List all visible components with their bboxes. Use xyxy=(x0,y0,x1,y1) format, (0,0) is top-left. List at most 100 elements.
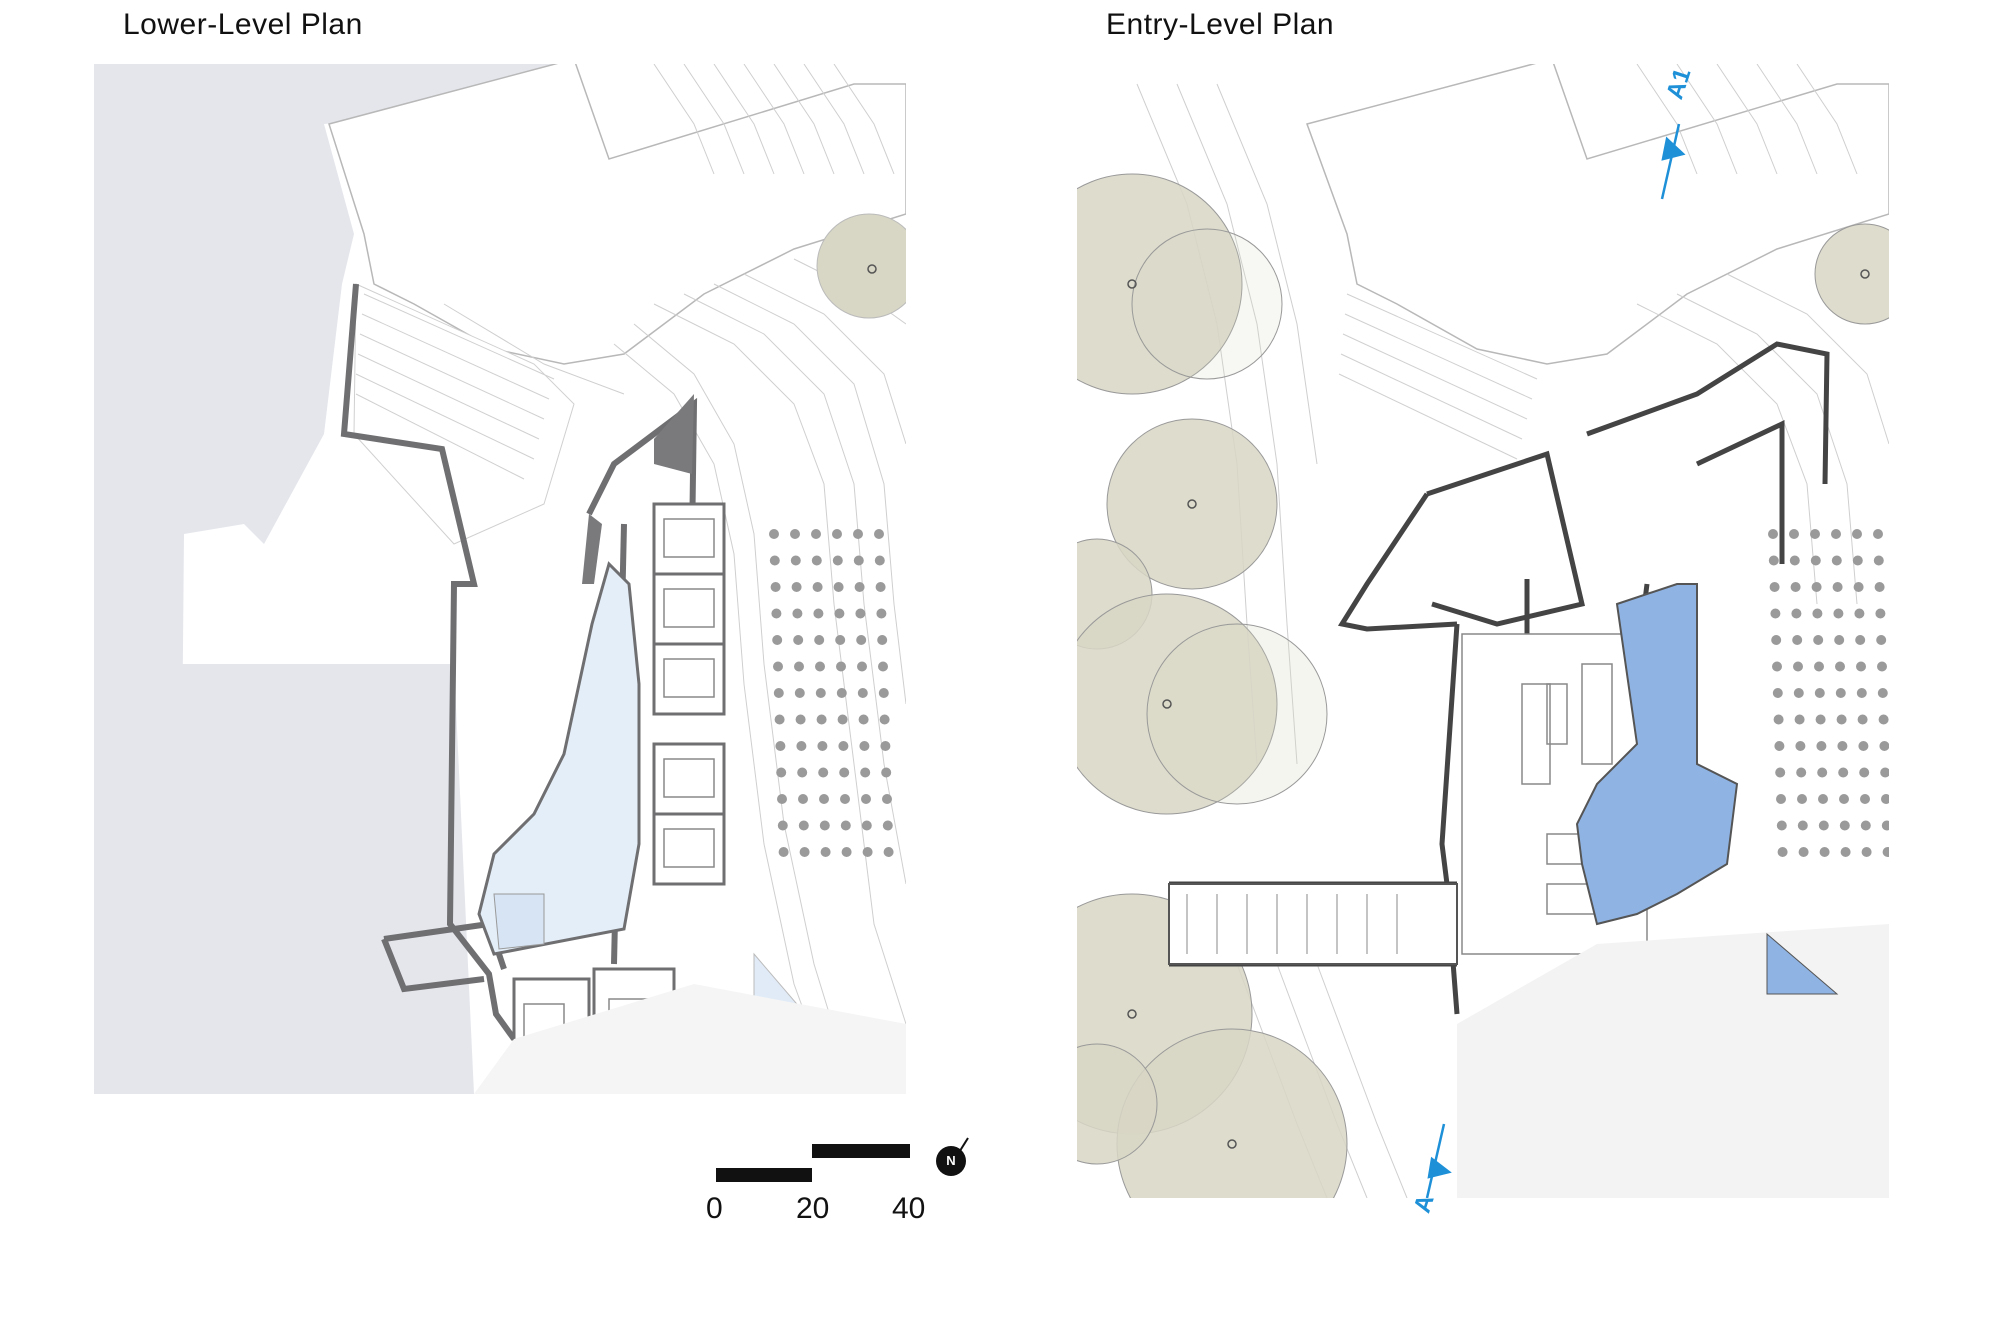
olive-tree xyxy=(1795,741,1806,751)
olive-tree xyxy=(771,608,782,619)
olive-tree xyxy=(1831,555,1842,566)
olive-tree xyxy=(773,661,783,672)
olive-tree xyxy=(1776,820,1787,831)
wall-wedge xyxy=(582,514,602,584)
olive-tree xyxy=(1861,847,1872,857)
olive-tree xyxy=(790,555,801,566)
olive-tree xyxy=(1854,608,1865,619)
olive-tree xyxy=(1840,847,1851,857)
olive-tree xyxy=(875,582,886,592)
olive-tree xyxy=(1792,635,1803,645)
olive-tree xyxy=(878,688,889,698)
olive-tree xyxy=(838,741,849,751)
olive-tree xyxy=(769,529,779,539)
gravel-ground xyxy=(474,984,906,1094)
olive-tree xyxy=(833,582,844,592)
olive-tree xyxy=(861,794,871,804)
olive-tree xyxy=(795,714,806,725)
olive-tree xyxy=(862,847,873,857)
olive-tree xyxy=(818,767,829,778)
olive-tree xyxy=(798,820,809,831)
olive-tree xyxy=(855,608,866,619)
olive-tree xyxy=(860,767,871,778)
contour-lines xyxy=(1136,64,1889,1198)
olive-tree xyxy=(1771,635,1782,645)
olive-tree xyxy=(1877,688,1888,698)
olive-tree xyxy=(1789,529,1799,539)
olive-tree xyxy=(778,847,789,857)
olive-tree xyxy=(1776,794,1786,804)
entry-level-drawing xyxy=(1077,64,1889,1198)
olive-tree xyxy=(774,714,785,725)
olive-tree xyxy=(1876,635,1887,645)
olive-tree xyxy=(837,714,848,725)
olive-tree xyxy=(1877,661,1887,672)
olive-tree xyxy=(1835,688,1846,698)
olive-tree xyxy=(777,820,788,831)
olive-tree xyxy=(880,741,891,751)
olive-tree xyxy=(835,635,846,645)
olive-tree xyxy=(1873,555,1884,566)
olive-tree xyxy=(1816,741,1827,751)
tree-icon xyxy=(1106,418,1278,590)
scale-bar xyxy=(716,1144,910,1182)
olive-tree xyxy=(1772,688,1783,698)
olive-grove-icon xyxy=(1768,529,1889,857)
olive-tree xyxy=(813,608,824,619)
upper-terrace xyxy=(1338,293,1538,460)
olive-tree xyxy=(1814,688,1825,698)
pool-steps xyxy=(493,893,545,950)
gravel-ground xyxy=(1457,924,1889,1198)
olive-tree xyxy=(834,608,845,619)
olive-tree xyxy=(1835,661,1845,672)
olive-tree xyxy=(876,608,887,619)
olive-tree xyxy=(1856,688,1867,698)
upper-building-outline xyxy=(328,64,906,365)
olive-tree xyxy=(840,794,850,804)
olive-tree xyxy=(1853,582,1864,592)
olive-tree xyxy=(777,794,787,804)
olive-tree xyxy=(1819,847,1830,857)
tree-icon xyxy=(816,213,906,319)
olive-tree xyxy=(815,661,825,672)
olive-tree xyxy=(836,688,847,698)
olive-tree xyxy=(769,555,780,566)
olive-tree xyxy=(1797,820,1808,831)
tree-trunks xyxy=(1127,269,1870,1149)
olive-tree xyxy=(1814,661,1824,672)
section-arrow-icon xyxy=(1425,123,1686,1198)
olive-tree xyxy=(791,582,802,592)
olive-tree xyxy=(814,635,825,645)
olive-tree xyxy=(792,608,803,619)
olive-tree xyxy=(1838,767,1849,778)
olive-tree xyxy=(775,741,786,751)
lower-level-drawing xyxy=(94,64,906,1094)
olive-tree xyxy=(874,529,884,539)
north-arrow-pointer xyxy=(957,1137,969,1155)
olive-tree xyxy=(853,555,864,566)
stair-core xyxy=(654,394,694,474)
olive-tree xyxy=(857,661,867,672)
olive-tree xyxy=(812,582,823,592)
scale-label-20: 20 xyxy=(796,1192,830,1225)
olive-tree xyxy=(1852,529,1862,539)
olive-tree xyxy=(1817,767,1828,778)
olive-tree xyxy=(1837,741,1848,751)
olive-tree xyxy=(817,741,828,751)
upper-terrace xyxy=(353,283,575,545)
olive-tree xyxy=(1813,635,1824,645)
scale-bar-segment-1 xyxy=(716,1168,812,1182)
tree-trunk xyxy=(867,264,877,274)
entry-level-title: Entry-Level Plan xyxy=(1106,8,1335,41)
olive-tree xyxy=(832,529,842,539)
terrain-lower xyxy=(94,664,474,1094)
olive-tree xyxy=(1860,820,1871,831)
olive-tree xyxy=(1774,741,1785,751)
olive-tree xyxy=(819,820,830,831)
olive-tree xyxy=(1873,529,1883,539)
olive-tree xyxy=(882,794,892,804)
olive-tree xyxy=(1810,529,1820,539)
tree-icon xyxy=(1146,623,1328,805)
olive-tree xyxy=(1768,555,1779,566)
olive-tree xyxy=(1834,635,1845,645)
